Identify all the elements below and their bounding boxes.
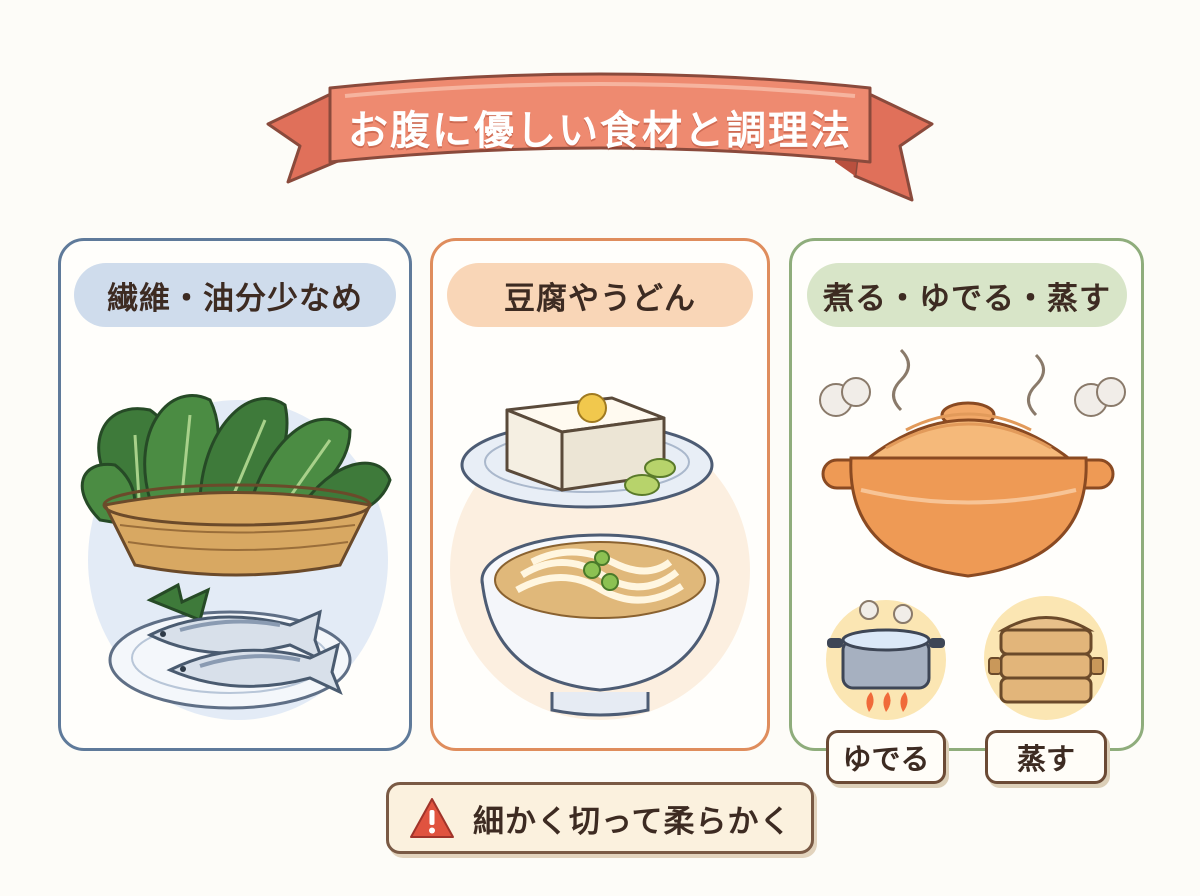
fish-plate-icon xyxy=(108,582,352,710)
panel-heading-cooking-methods: 煮る・ゆでる・蒸す xyxy=(807,263,1127,327)
method-steam-label: 蒸す xyxy=(985,730,1107,784)
udon-bowl-icon xyxy=(480,533,720,717)
panel-heading-tofu-udon: 豆腐やうどん xyxy=(447,263,753,327)
tofu-udon-illustration xyxy=(450,393,750,720)
basket-icon xyxy=(102,483,373,577)
title-ribbon xyxy=(266,72,934,202)
method-boil-label: ゆでる xyxy=(826,730,946,784)
tofu-plate-icon xyxy=(460,393,714,509)
steam-icon xyxy=(892,348,1045,417)
clay-pot-icon xyxy=(821,401,1115,578)
cooking-pot-illustration xyxy=(819,348,1126,720)
page-title: お腹に優しい食材と調理法 xyxy=(348,108,852,154)
boiling-pot-icon xyxy=(827,600,945,712)
panel-heading-low-fiber: 繊維・油分少なめ xyxy=(74,263,396,327)
warning-triangle-icon xyxy=(410,798,454,838)
warning-note: 細かく切って柔らかく xyxy=(386,782,814,854)
spinach-fish-illustration xyxy=(80,394,392,720)
steam-cloud-icon xyxy=(819,377,1126,417)
bamboo-steamer-icon xyxy=(988,616,1104,704)
warning-text: 細かく切って柔らかく xyxy=(473,803,792,840)
